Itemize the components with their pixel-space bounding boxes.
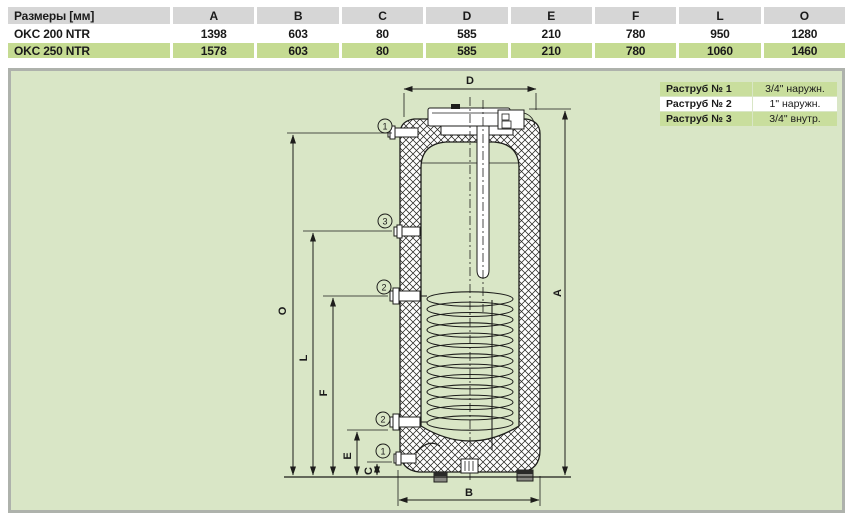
table-header-cell: C [341, 7, 424, 24]
legend-value: 3/4" внутр. [753, 112, 837, 126]
legend-label: Раструб № 3 [660, 112, 752, 126]
legend-row: Раструб № 2 1" наружн. [660, 97, 837, 111]
callout-3: 3 [382, 217, 387, 227]
value-cell: 1578 [173, 43, 255, 58]
table-header-cell: E [510, 7, 592, 24]
callout-1-bottom: 1 [380, 447, 385, 457]
value-cell: 80 [341, 26, 424, 41]
table-header-cell: L [679, 7, 761, 24]
legend-row: Раструб № 1 3/4" наружн. [660, 82, 837, 96]
value-cell: 950 [679, 26, 761, 41]
callout-2-top: 2 [381, 283, 386, 293]
tank-insulation [399, 118, 541, 473]
drawing-panel: D A O L F E C B 1 3 2 2 1 Раструб № 1 3/… [8, 68, 845, 513]
dim-label-b: B [465, 487, 473, 499]
dim-label-d: D [466, 75, 474, 87]
value-cell: 1280 [763, 26, 845, 41]
value-cell: 210 [510, 26, 592, 41]
dim-label-f: F [318, 389, 330, 396]
dim-label-a: A [552, 289, 564, 297]
legend-label: Раструб № 2 [660, 97, 752, 111]
table-header-cell: B [257, 7, 339, 24]
table-header-cell: A [173, 7, 255, 24]
table-row-highlighted: OKC 250 NTR 1578 603 80 585 210 780 1060… [8, 43, 845, 58]
table-row: OKC 200 NTR 1398 603 80 585 210 780 950 … [8, 26, 845, 41]
dim-label-c: C [363, 467, 375, 475]
legend-value: 1" наружн. [753, 97, 837, 111]
dimension-lines [284, 86, 571, 506]
value-cell: 780 [594, 26, 677, 41]
drain-boss [460, 458, 479, 474]
value-cell: 1060 [679, 43, 761, 58]
dim-label-l: L [298, 354, 310, 361]
heating-coil [413, 291, 514, 450]
value-cell: 585 [426, 43, 508, 58]
value-cell: 585 [426, 26, 508, 41]
callout-2-bottom: 2 [380, 415, 385, 425]
model-name: OKC 250 NTR [8, 43, 170, 58]
callout-1-top: 1 [382, 122, 387, 132]
tank-technical-drawing: D A O L F E C B 1 3 2 2 1 [277, 75, 571, 506]
dimension-labels: D A O L F E C B [277, 75, 564, 499]
nozzle-legend: Раструб № 1 3/4" наружн. Раструб № 2 1" … [660, 82, 837, 126]
table-header-cell: D [426, 7, 508, 24]
value-cell: 603 [257, 26, 339, 41]
dimensions-table: Размеры [мм] A B C D E F L O OKC 200 NTR… [8, 7, 845, 58]
value-cell: 1460 [763, 43, 845, 58]
legend-row: Раструб № 3 3/4" внутр. [660, 112, 837, 126]
legend-label: Раструб № 1 [660, 82, 752, 96]
dim-label-e: E [342, 452, 354, 459]
callout-circles: 1 3 2 2 1 [375, 118, 393, 459]
dim-label-o: O [277, 306, 289, 315]
value-cell: 210 [510, 43, 592, 58]
table-header-cell: O [763, 7, 845, 24]
table-header-row: Размеры [мм] A B C D E F L O [8, 7, 845, 24]
table-title-cell: Размеры [мм] [8, 7, 170, 24]
value-cell: 780 [594, 43, 677, 58]
value-cell: 1398 [173, 26, 255, 41]
table-header-cell: F [594, 7, 677, 24]
value-cell: 603 [257, 43, 339, 58]
model-name: OKC 200 NTR [8, 26, 170, 41]
value-cell: 80 [341, 43, 424, 58]
legend-value: 3/4" наружн. [753, 82, 837, 96]
